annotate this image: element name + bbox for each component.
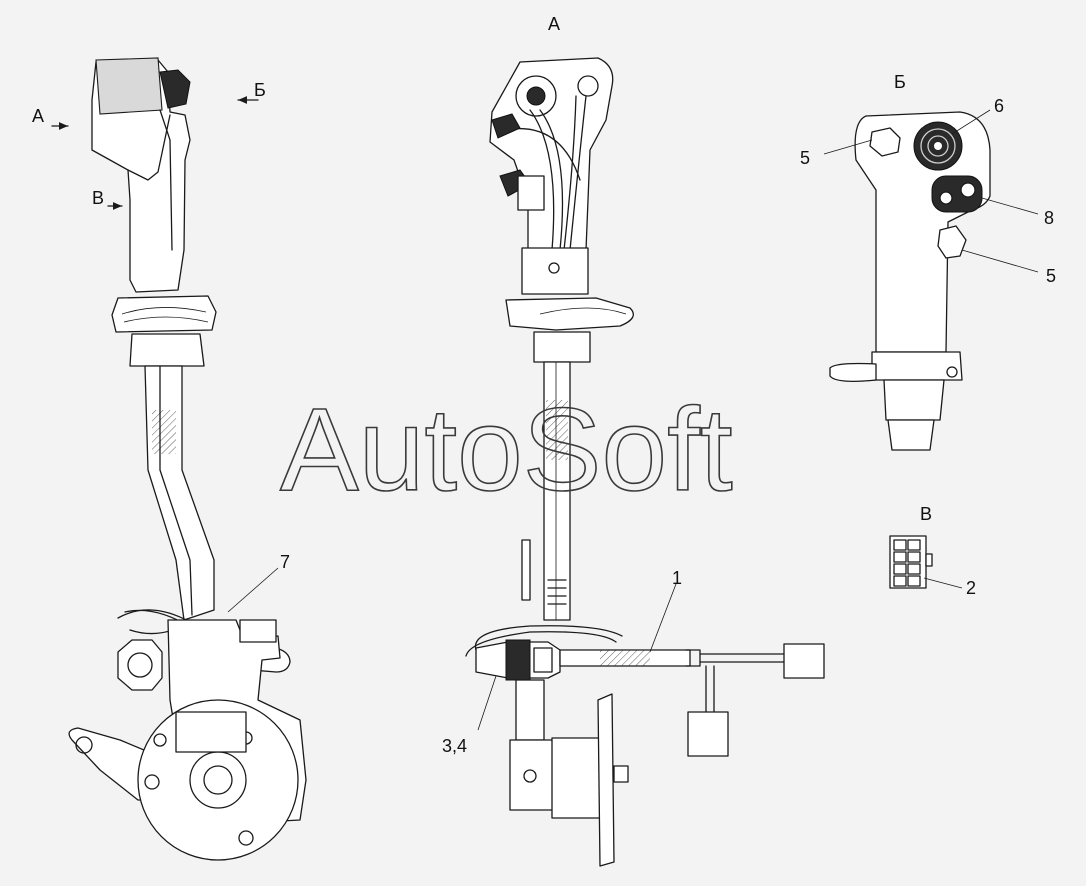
button-5-side [937, 225, 967, 259]
grip-face [854, 111, 991, 353]
trigger-cap [95, 57, 163, 115]
label-arrow-v: В [92, 188, 104, 208]
collar [129, 333, 205, 367]
callout-8: 8 [1044, 208, 1054, 228]
spring [547, 579, 567, 605]
watermark: AutoSoft [280, 384, 733, 516]
view-b [823, 109, 1039, 451]
callout-5-side: 5 [1046, 266, 1056, 286]
clamp [521, 247, 589, 295]
collar-view-a [533, 331, 591, 363]
label-arrow-a: А [32, 106, 44, 126]
shaft [144, 365, 215, 621]
view-a [465, 57, 825, 867]
boot-view-a [505, 297, 634, 331]
callout-5-top: 5 [800, 148, 810, 168]
wire-loop [474, 625, 623, 651]
callout-1: 1 [672, 568, 682, 588]
plug-right [783, 643, 825, 679]
button-5-top [869, 127, 901, 157]
lever-tab [829, 362, 877, 382]
side-button [159, 69, 191, 109]
label-view-b-title: Б [894, 72, 906, 92]
valve-body [509, 739, 557, 811]
connector-upper [491, 113, 521, 139]
label-view-a-title: А [548, 14, 560, 34]
view-v-connector [889, 535, 963, 589]
plug-lower [687, 711, 729, 757]
callout-3-4: 3,4 [442, 736, 467, 756]
callout-6: 6 [994, 96, 1004, 116]
rubber-boot [111, 295, 217, 333]
callout-7: 7 [280, 552, 290, 572]
callout-2: 2 [966, 578, 976, 598]
side-view [51, 57, 307, 861]
internal-wires [529, 109, 555, 251]
label-view-v-title: В [920, 504, 932, 524]
label-arrow-b: Б [254, 80, 266, 100]
mounting-nut [117, 639, 163, 691]
wire-branch [699, 653, 787, 663]
flange-edge [597, 693, 615, 867]
